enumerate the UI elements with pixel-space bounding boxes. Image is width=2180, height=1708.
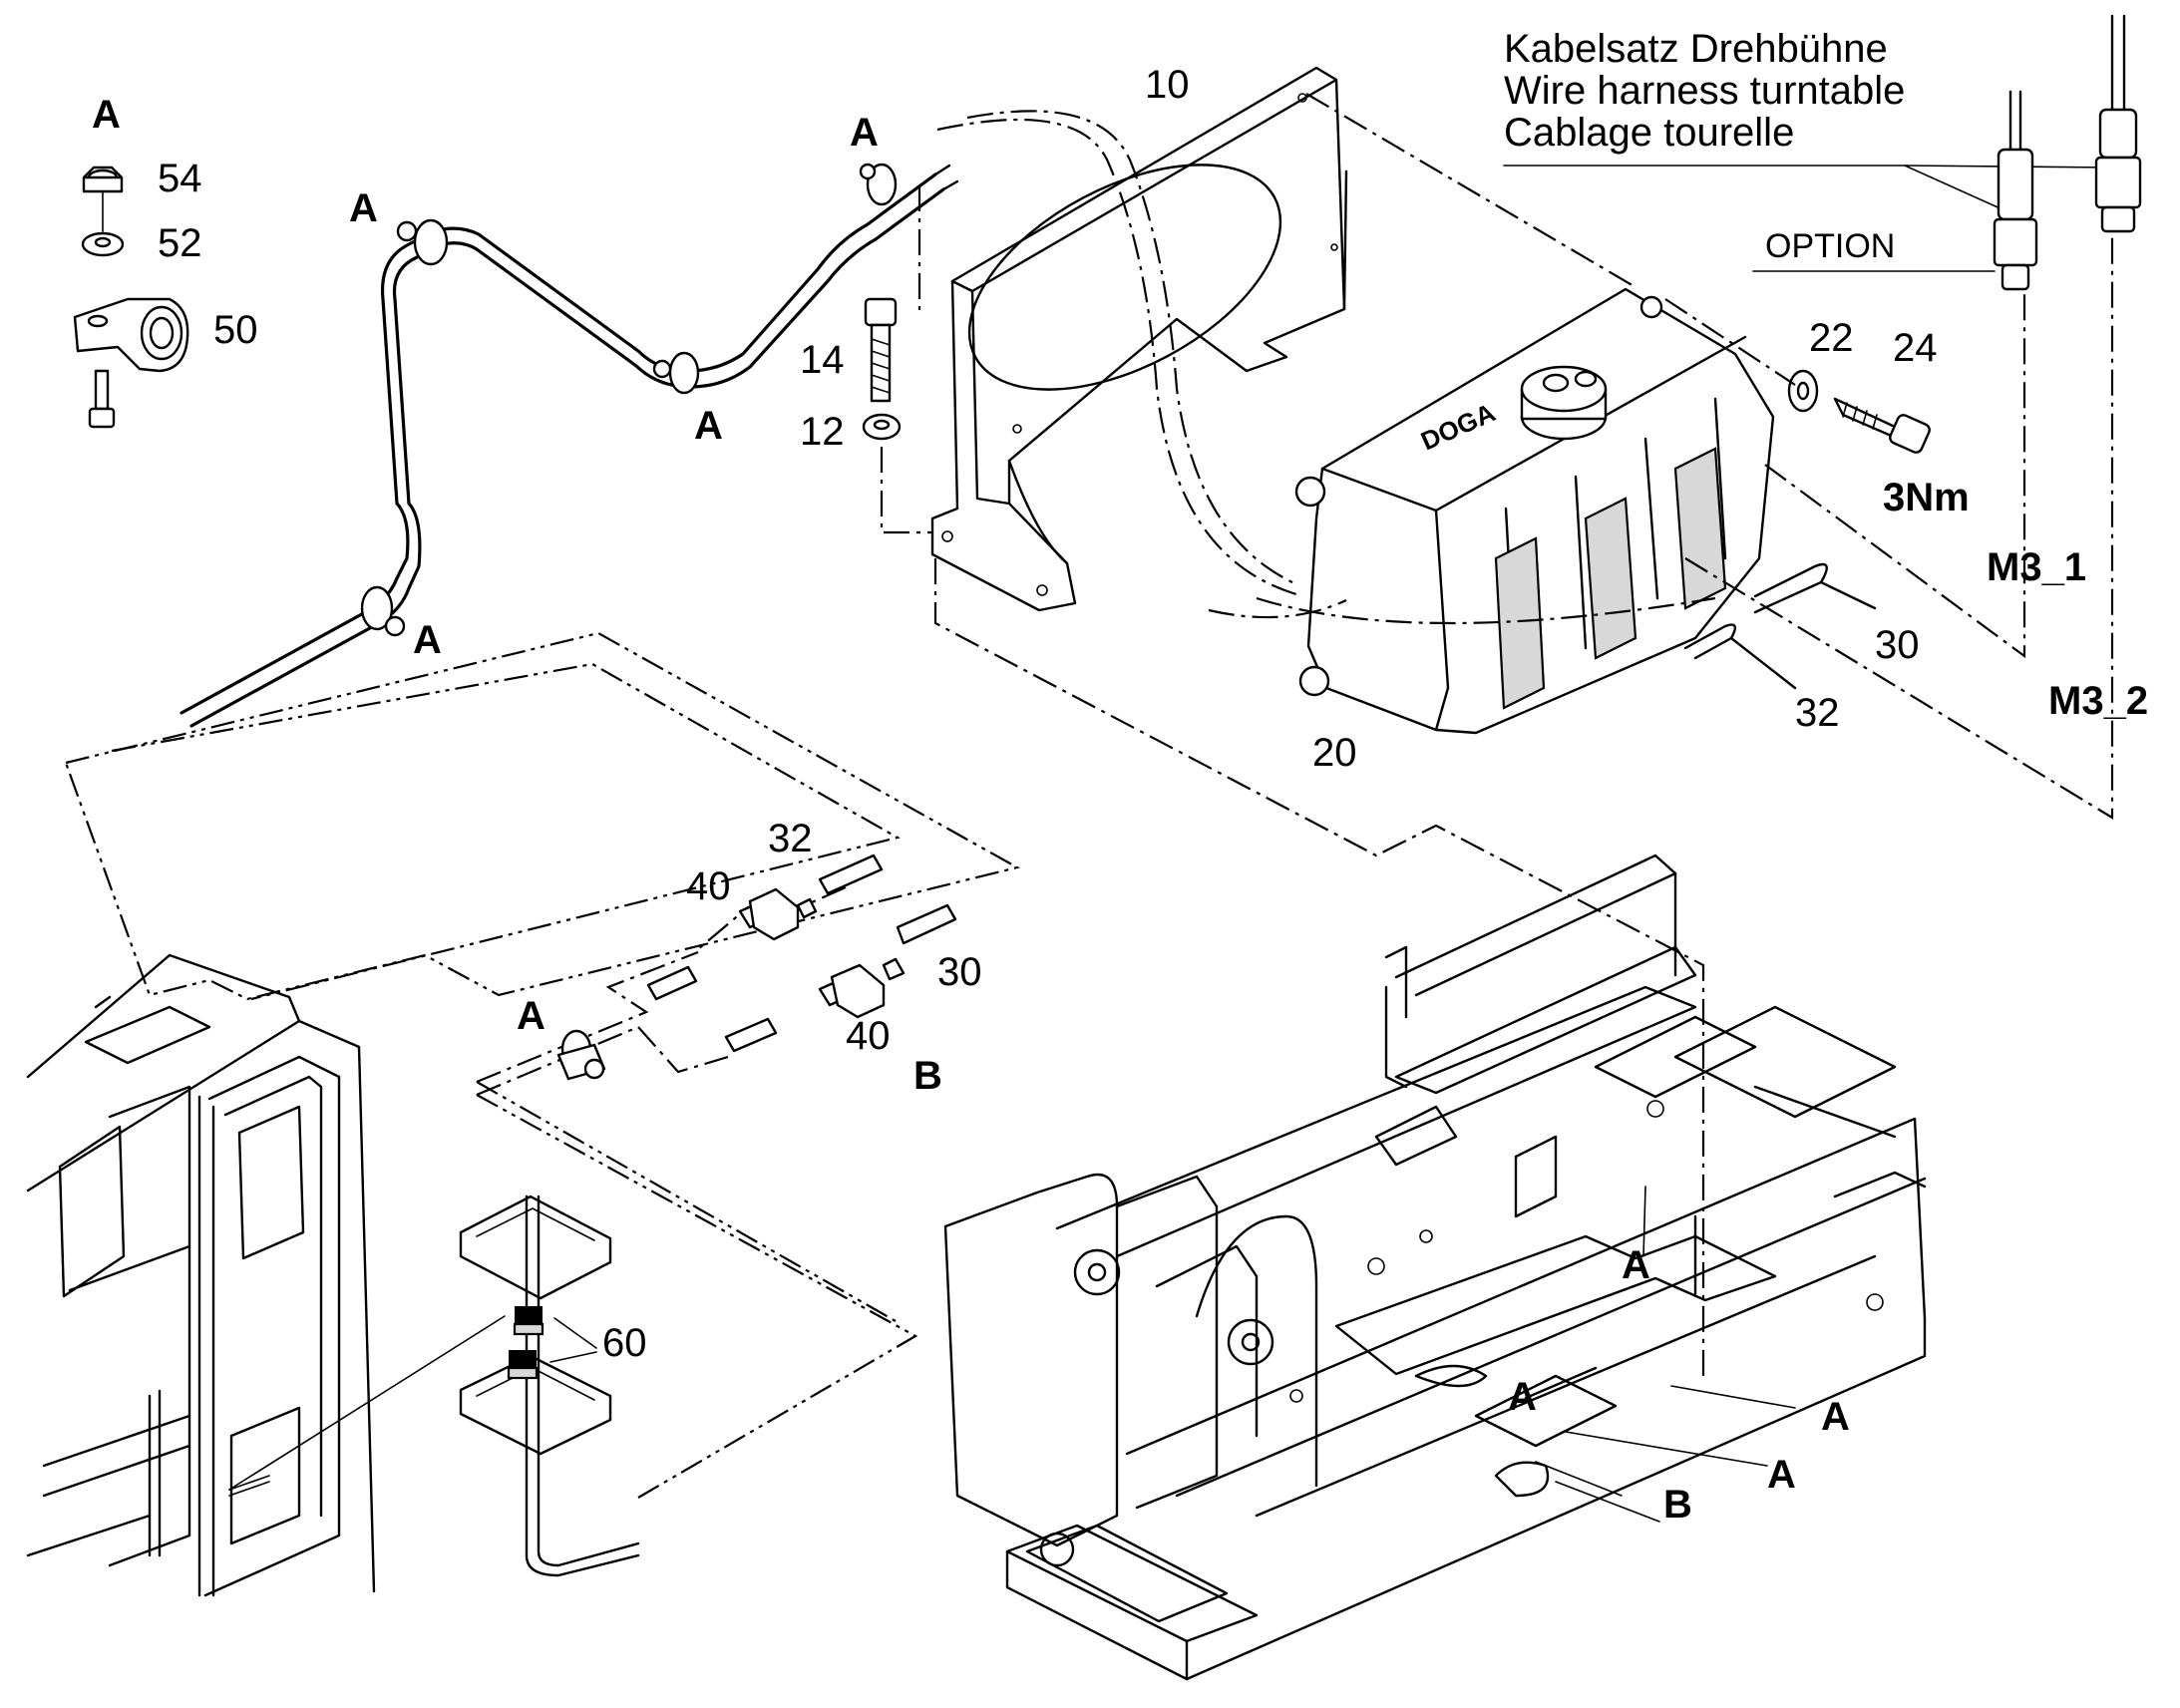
detail-a-group: A 54 52 50 (73, 93, 258, 429)
label-20: 20 (1312, 731, 1357, 775)
harness-label-en: Wire harness turntable (1504, 69, 1905, 113)
part-54-nut (82, 166, 124, 193)
part-12-washer (862, 413, 902, 441)
chassis-frame: A A A A B (943, 854, 1927, 1681)
harness-label-fr: Cablage tourelle (1504, 111, 1794, 155)
part-22-washer (1787, 369, 1819, 413)
tank-cap (1520, 365, 1608, 441)
connector-m3-2 (2094, 14, 2142, 233)
label-60: 60 (602, 1321, 647, 1365)
label-a-chassis4: A (1767, 1453, 1796, 1497)
label-b-middle: B (913, 1054, 942, 1098)
label-32-middle: 32 (768, 817, 813, 860)
part-24-screw (1833, 397, 1931, 454)
part-10-bracket: 10 (930, 63, 1348, 612)
label-a-hose3: A (694, 404, 723, 448)
clamp-bolt (88, 369, 116, 429)
label-a-chassis1: A (1622, 1243, 1650, 1287)
hose-clamp-a4 (360, 585, 406, 637)
label-a-chassis3: A (1508, 1375, 1537, 1419)
label-a-chassis2: A (1821, 1395, 1850, 1439)
part-52-washer (81, 231, 125, 257)
label-m3-2: M3_2 (2048, 679, 2148, 723)
torque-label: 3Nm (1883, 476, 1970, 519)
detail-a-title: A (92, 93, 121, 137)
label-a-hose4: A (413, 618, 442, 662)
hose-clamp-a3 (859, 163, 898, 206)
label-10: 10 (1145, 63, 1190, 107)
label-50: 50 (213, 308, 258, 352)
label-a-hose1: A (349, 186, 378, 230)
wire-harness-group: Kabelsatz Drehbühne Wire harness turntab… (1503, 14, 2148, 723)
harness-label-de: Kabelsatz Drehbühne (1504, 27, 1888, 71)
washer-hose-line: A A A A (180, 111, 959, 728)
option-label: OPTION (1765, 227, 1895, 265)
part-40-fitting-upper (738, 887, 818, 941)
label-40-upper: 40 (686, 864, 731, 908)
tank-hoses: 30 32 (1683, 562, 1920, 735)
hose-clamp-a2 (652, 351, 700, 395)
label-m3-1: M3_1 (1987, 545, 2086, 589)
part-60-grommets: 60 (228, 1195, 647, 1577)
label-b-chassis: B (1663, 1483, 1692, 1527)
label-24: 24 (1893, 326, 1938, 370)
label-a-hose2: A (850, 111, 879, 155)
label-12: 12 (800, 410, 845, 454)
cab-structure (26, 953, 376, 1597)
label-32-tank: 32 (1795, 691, 1840, 735)
part-40-fitting-lower (818, 957, 906, 1019)
part-30-hose-middle (896, 903, 957, 945)
part-20-tank: DOGA 20 (1294, 287, 1775, 775)
label-40-lower: 40 (846, 1014, 891, 1058)
label-30-middle: 30 (937, 950, 982, 994)
part-14-screw (864, 297, 898, 403)
label-52: 52 (158, 221, 202, 265)
middle-fittings: 32 40 30 40 B A (517, 817, 982, 1098)
label-14: 14 (800, 338, 845, 382)
label-a-middle: A (517, 994, 545, 1038)
part-32-hose-middle (818, 854, 884, 895)
label-54: 54 (158, 157, 202, 200)
part-50-clamp (73, 297, 189, 373)
label-22: 22 (1809, 316, 1854, 360)
connector-m3-1 (1993, 90, 2038, 291)
hose-clamp-a1 (396, 218, 449, 266)
hose-clamp-a5 (556, 1029, 606, 1081)
label-30-tank: 30 (1875, 623, 1920, 667)
